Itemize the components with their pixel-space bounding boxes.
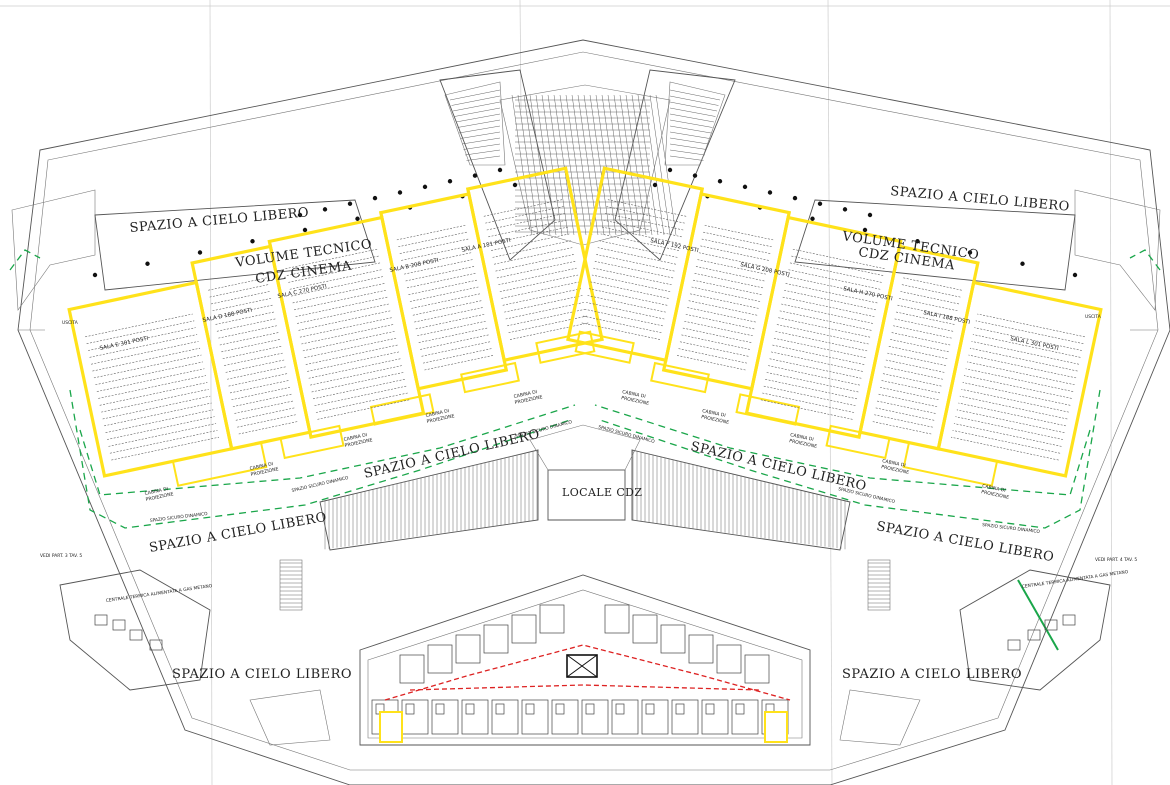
booth-label-l3-b: PROIEZIONE: [344, 437, 373, 449]
column-dot: [1072, 272, 1078, 278]
open-space-label-bottom-left: SPAZIO A CIELO LIBERO: [172, 667, 352, 682]
column-dot: [347, 201, 353, 206]
site-outline: [11, 39, 1170, 785]
column-dot: [967, 250, 973, 255]
column-dot: [1020, 261, 1025, 266]
hall-b-outline: [378, 192, 509, 391]
hall-h-label: SALA H 270 POSTI: [843, 286, 894, 302]
hall-i-label: SALA I 188 POSTI: [923, 310, 971, 326]
column-dot: [355, 216, 360, 221]
column-dot: [372, 195, 378, 201]
column-dot: [915, 239, 920, 244]
safe-space-label-5: SPAZIO SICURO DINAMICO: [838, 486, 897, 505]
column-dot: [767, 190, 773, 195]
booth-label-l4-b: PROIEZIONE: [426, 413, 455, 425]
left-wing: [67, 166, 604, 487]
booth-label-r3-b: PROIEZIONE: [789, 438, 818, 450]
thermal-plant-right-label: CENTRALE TERMICA ALIMENTATA A GAS METANO: [1021, 569, 1129, 590]
booth-label-r4-b: PROIEZIONE: [881, 464, 910, 476]
safe-space-label-4: SPAZIO SICURO DINAMICO: [597, 424, 655, 445]
open-space-label-mid-right: SPAZIO A CIELO LIBERO: [689, 439, 868, 494]
lower-ramps: [319, 424, 851, 551]
open-space-label-lower-right: SPAZIO A CIELO LIBERO: [875, 519, 1055, 565]
column-dot: [792, 195, 798, 201]
column-dot: [742, 184, 748, 190]
right-wing: [566, 166, 1103, 487]
column-dot: [472, 173, 478, 178]
thermal-plant-left: [59, 569, 211, 691]
column-dot: [817, 201, 823, 206]
column-dot: [250, 239, 255, 244]
thermal-plant-left-label: CENTRALE TERMICA ALIMENTATA A GAS METANO: [105, 583, 213, 604]
booth-label-l1-b: PROIEZIONE: [145, 491, 174, 503]
column-dot: [422, 184, 428, 190]
safe-space-label-1: SPAZIO SICURO DINAMICO: [150, 511, 209, 524]
see-part-left-label: VEDI PART. 3 TAV. 5: [40, 553, 82, 559]
column-dot: [667, 167, 673, 173]
hall-f-outline: [566, 166, 705, 363]
hall-a-outline: [465, 166, 604, 363]
booth-label-r5-b: PROIEZIONE: [981, 489, 1010, 501]
booth-label-r1-a: CABINA DI: [622, 389, 647, 400]
column-dot: [322, 207, 328, 212]
exit-right-label: USCITA: [1085, 314, 1101, 320]
open-space-label-top-right: SPAZIO A CIELO LIBERO: [890, 184, 1071, 215]
cdz-room-label: LOCALE CDZ: [562, 486, 642, 499]
booth-label-r3-a: CABINA DI: [790, 432, 815, 443]
hall-c-label: SALA C 270 POSTI: [277, 284, 328, 300]
thermal-plant-right: [959, 569, 1111, 691]
open-space-label-top-left: SPAZIO A CIELO LIBERO: [129, 205, 310, 236]
column-dot: [810, 216, 815, 221]
column-dot: [302, 227, 308, 233]
column-dot: [692, 173, 698, 178]
booth-label-l2-a: CABINA DI: [249, 461, 274, 472]
column-dot: [652, 182, 658, 188]
lower-stairs: [249, 559, 921, 746]
column-dot: [862, 227, 868, 233]
booth-label-r5-a: CABINA DI: [982, 483, 1007, 494]
escape-routes: [9, 249, 1161, 651]
booth-outline: [171, 441, 268, 487]
technical-volumes: [94, 199, 1076, 291]
hall-d-label: SALA D 188 POSTI: [202, 308, 253, 324]
column-dot: [297, 212, 303, 218]
hall-l-outline: [936, 280, 1103, 478]
bottom-block: [359, 574, 811, 746]
column-dot: [717, 179, 723, 184]
hall-g-label: SALA G 208 POSTI: [740, 262, 791, 278]
column-dot: [867, 212, 873, 218]
booth-label-l3-a: CABINA DI: [343, 432, 368, 443]
column-dot: [842, 207, 848, 212]
booth-label-r2-a: CABINA DI: [702, 408, 727, 419]
column-dot: [92, 272, 98, 278]
booth-label-l2-b: PROIEZIONE: [250, 466, 279, 478]
column-dot: [447, 179, 453, 184]
open-space-label-bottom-right: SPAZIO A CIELO LIBERO: [842, 667, 1022, 682]
hall-e-outline: [67, 280, 234, 478]
booth-label-l1-a: CABINA DI: [144, 486, 169, 497]
upper-ramps: [439, 69, 736, 261]
central-hatched-area: [511, 94, 677, 236]
hall-g-outline: [661, 192, 792, 391]
hall-e-label: SALA E 301 POSTI: [99, 336, 149, 352]
column-dot: [497, 167, 503, 173]
structural-columns: [92, 167, 1078, 278]
column-dot: [512, 182, 518, 188]
hall-b-label: SALA B 208 POSTI: [389, 258, 439, 274]
hall-l-label: SALA L 301 POSTI: [1010, 336, 1060, 352]
exit-left-label: USCITA: [62, 320, 78, 326]
column-dot: [197, 250, 203, 255]
booth-label-l4-a: CABINA DI: [425, 408, 450, 419]
see-part-right-label: VEDI PART. 4 TAV. 5: [1095, 557, 1137, 563]
booth-label-r1-b: PROIEZIONE: [621, 395, 650, 407]
booth-label-l5-a: CABINA DI: [513, 389, 538, 400]
column-dot: [397, 190, 403, 195]
booth-label-r2-b: PROIEZIONE: [701, 414, 730, 426]
booth-label-r4-a: CABINA DI: [882, 458, 907, 469]
booth-label-l5-b: PROIEZIONE: [514, 394, 543, 406]
column-dot: [145, 261, 150, 266]
